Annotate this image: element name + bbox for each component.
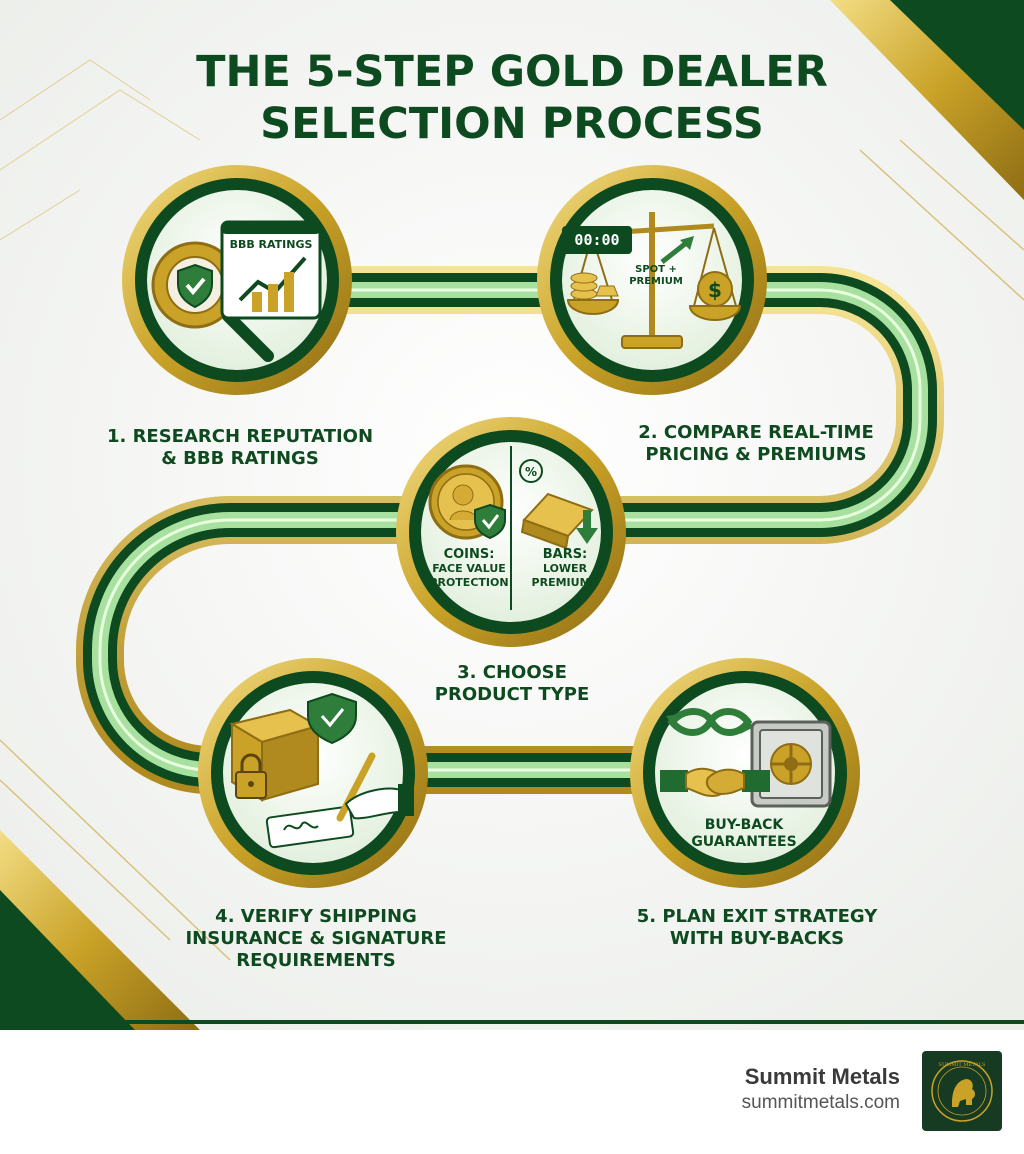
handshake-safe-icon <box>660 708 832 808</box>
corner-decoration-bottom-left <box>0 739 231 1030</box>
step-2-medallion: $ 00:00 SPOT + PREMIUM <box>537 165 767 395</box>
logo-lettering: SUMMIT METALS <box>939 1062 987 1068</box>
buy-back-caption-line-1: BUY-BACK <box>705 817 785 833</box>
step-3-medallion: % COINS: FACE VALUE PROTECTION BARS: LOW… <box>396 417 626 647</box>
coins-caption-line-2: FACE VALUE <box>432 562 506 575</box>
step-4-label-line-2: INSURANCE & SIGNATURE <box>185 928 446 949</box>
step-2-label-line-2: PRICING & PREMIUMS <box>645 444 866 465</box>
percent-icon: % <box>525 465 537 479</box>
step-5-medallion: BUY-BACK GUARANTEES <box>630 658 860 888</box>
bbb-ratings-badge: BBB RATINGS <box>230 238 313 251</box>
title-line-1: THE 5-STEP GOLD DEALER <box>196 47 828 97</box>
spot-premium-line-2: PREMIUM <box>629 276 683 287</box>
bottom-rule <box>0 1020 1024 1024</box>
step-5-label-line-2: WITH BUY-BACKS <box>670 928 844 949</box>
step-3-label-line-1: 3. CHOOSE <box>457 662 567 683</box>
corner-decoration-top-right <box>830 0 1024 301</box>
balance-scale-icon: $ <box>562 212 742 349</box>
corner-lines-top-left <box>0 59 201 241</box>
footer <box>0 1030 1024 1154</box>
gear-shield-magnifier-chart-icon <box>151 220 322 362</box>
brand-logo[interactable]: SUMMIT METALS <box>922 1051 1002 1131</box>
step-4-label-line-3: REQUIREMENTS <box>236 950 395 971</box>
bars-caption-line-1: BARS: <box>543 547 588 562</box>
winding-path <box>76 266 944 794</box>
coin-and-bar-icon <box>428 464 598 550</box>
spot-premium-line-1: SPOT + <box>635 264 677 275</box>
buy-back-caption-line-2: GUARANTEES <box>691 834 796 850</box>
step-3-label-line-2: PRODUCT TYPE <box>435 684 589 705</box>
package-lock-signature-icon <box>229 692 414 849</box>
step-1-label-line-1: 1. RESEARCH REPUTATION <box>107 426 373 447</box>
coins-caption-line-1: COINS: <box>444 547 495 562</box>
timer-display: 00:00 <box>574 231 619 249</box>
bars-caption-line-3: PREMIUMS <box>532 576 599 589</box>
bars-caption-line-2: LOWER <box>543 562 588 575</box>
infographic-canvas: THE 5-STEP GOLD DEALER SELECTION PROCESS… <box>0 0 1024 1030</box>
step-5-label-line-1: 5. PLAN EXIT STRATEGY <box>637 906 879 927</box>
step-4-medallion <box>198 658 428 888</box>
brand-name[interactable]: Summit Metals <box>744 1064 900 1089</box>
step-2-label-line-1: 2. COMPARE REAL-TIME <box>638 422 874 443</box>
title-line-2: SELECTION PROCESS <box>260 99 764 149</box>
lion-crest-icon: SUMMIT METALS <box>931 1060 993 1122</box>
step-1-label-line-2: & BBB RATINGS <box>161 448 319 469</box>
step-1-medallion: BBB RATINGS <box>122 165 352 395</box>
brand-url[interactable]: summitmetals.com <box>741 1092 900 1113</box>
svg-text:$: $ <box>708 278 722 302</box>
step-4-label-line-1: 4. VERIFY SHIPPING <box>215 906 417 927</box>
coins-caption-line-3: PROTECTION <box>429 576 508 589</box>
